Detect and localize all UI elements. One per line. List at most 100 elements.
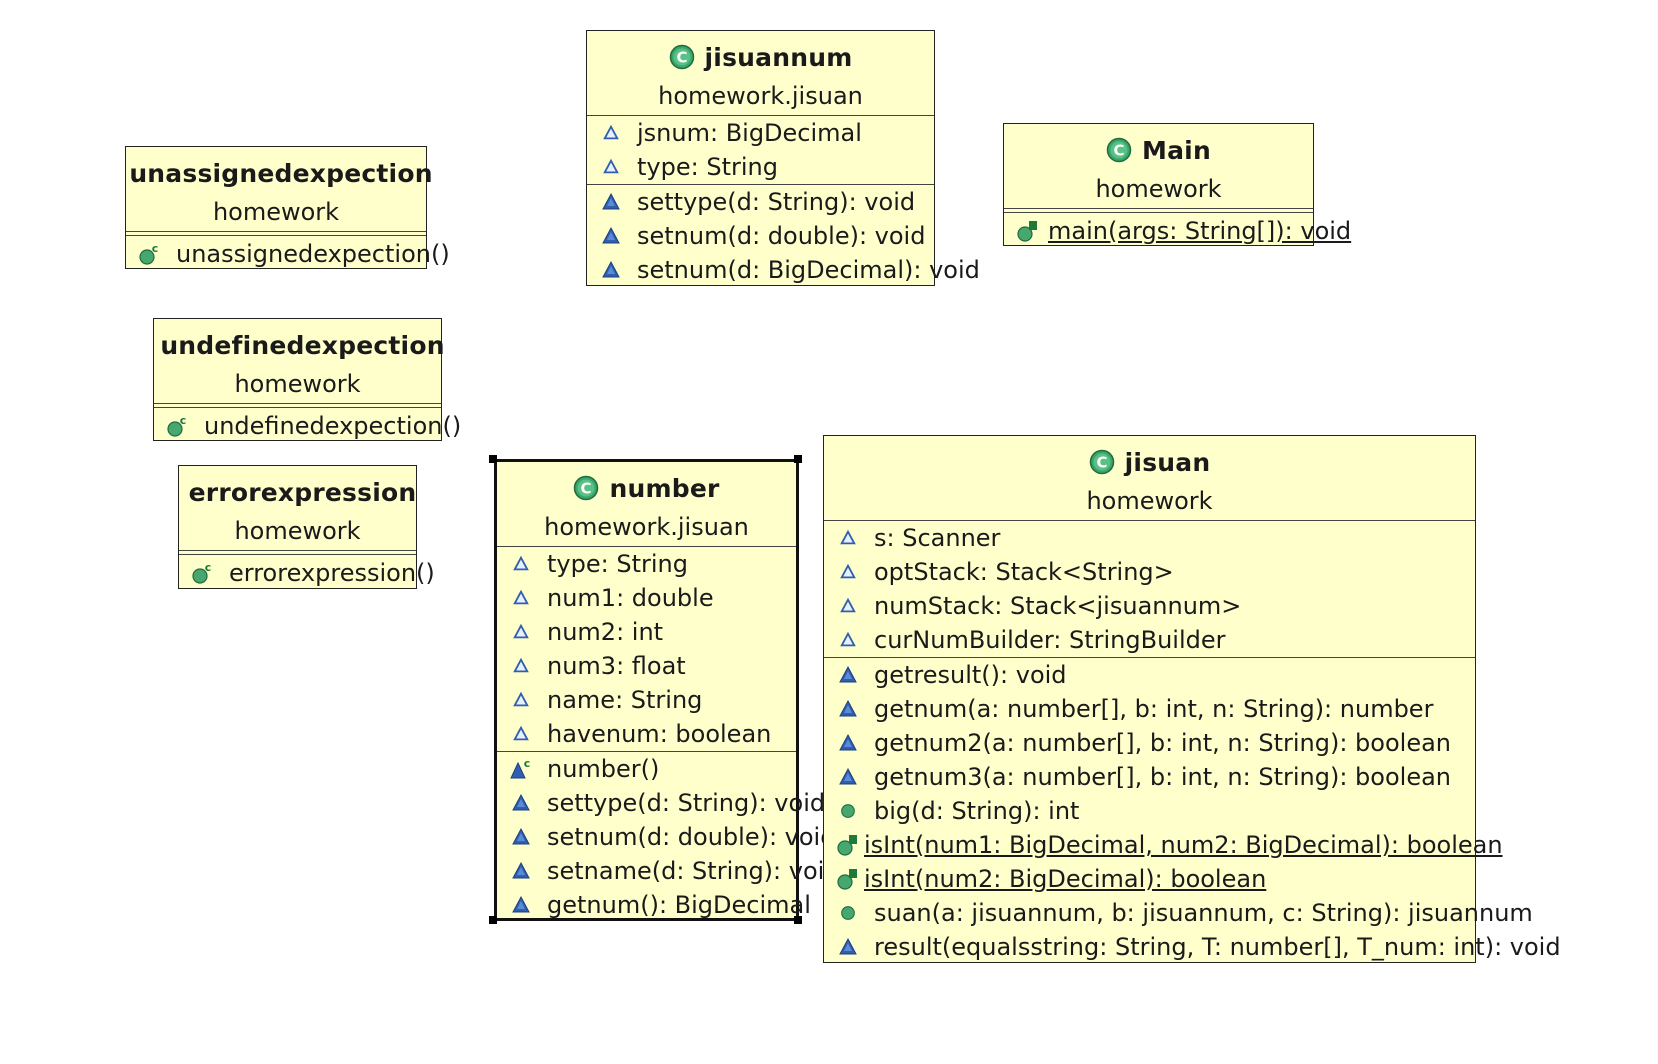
method-text: setname(d: String): void [547, 857, 840, 885]
method-text: getnum2(a: number[], b: int, n: String):… [874, 729, 1451, 757]
field-row[interactable]: havenum: boolean [497, 717, 796, 751]
method-row[interactable]: getnum2(a: number[], b: int, n: String):… [824, 726, 1475, 760]
field-compartment: type: String num1: double num2: int num3… [497, 547, 796, 751]
method-compartment: number() settype(d: String): void setnum… [497, 752, 840, 922]
package-method-icon [511, 793, 531, 813]
method-compartment: getresult(): void getnum(a: number[], b:… [824, 658, 1561, 964]
static-method-icon [836, 867, 860, 891]
field-text: num3: float [547, 652, 686, 680]
package-method-icon [511, 895, 531, 915]
field-text: curNumBuilder: StringBuilder [874, 626, 1226, 654]
field-text: havenum: boolean [547, 720, 772, 748]
method-row[interactable]: getnum(a: number[], b: int, n: String): … [824, 692, 1475, 726]
class-box-number[interactable]: number homework.jisuan type: String num1… [494, 459, 840, 922]
class-header: errorexpression homework [179, 466, 416, 550]
method-row[interactable]: setnum(d: double): void [497, 820, 835, 854]
field-text: jsnum: BigDecimal [637, 119, 862, 147]
class-box-main[interactable]: Main homework main(args: String[]): void [1003, 123, 1351, 249]
package-method-icon [838, 699, 858, 719]
method-text: main(args: String[]): void [1048, 217, 1352, 245]
method-row[interactable]: suan(a: jisuannum, b: jisuannum, c: Stri… [824, 896, 1533, 930]
package-field-icon [512, 725, 530, 743]
method-row[interactable]: isInt(num2: BigDecimal): boolean [824, 862, 1475, 896]
class-name: jisuannum [704, 42, 853, 72]
method-row[interactable]: settype(d: String): void [587, 185, 934, 219]
field-text: s: Scanner [874, 524, 1001, 552]
class-package: homework [1086, 487, 1213, 515]
method-row[interactable]: getresult(): void [824, 658, 1475, 692]
field-row[interactable]: num2: int [497, 615, 796, 649]
class-box-unassignedexpection[interactable]: unassignedexpection homework unassignede… [125, 146, 450, 272]
class-package: homework [234, 517, 361, 545]
method-row[interactable]: result(equalsstring: String, T: number[]… [824, 930, 1561, 964]
field-text: type: String [547, 550, 688, 578]
package-method-icon [601, 226, 621, 246]
package-field-icon [839, 597, 857, 615]
class-box-undefinedexpection[interactable]: undefinedexpection homework undefinedexp… [153, 318, 461, 444]
package-method-icon [511, 861, 531, 881]
method-text: getnum3(a: number[], b: int, n: String):… [874, 763, 1451, 791]
class-name: undefinedexpection [160, 330, 445, 360]
class-header: unassignedexpection homework [126, 147, 432, 231]
package-field-icon [512, 657, 530, 675]
method-text: getnum(a: number[], b: int, n: String): … [874, 695, 1434, 723]
class-box-jisuannum[interactable]: jisuannum homework.jisuan jsnum: BigDeci… [586, 30, 980, 287]
method-row[interactable]: setnum(d: BigDecimal): void [587, 253, 980, 287]
selection-handle-bottom-right[interactable] [794, 916, 802, 924]
field-compartment: s: Scanner optStack: Stack<String> numSt… [824, 521, 1475, 657]
package-field-icon [839, 529, 857, 547]
class-header: jisuannum homework.jisuan [587, 31, 934, 115]
field-row[interactable]: optStack: Stack<String> [824, 555, 1475, 589]
field-row[interactable]: type: String [497, 547, 796, 581]
class-package: homework.jisuan [658, 82, 863, 110]
method-row[interactable]: errorexpression() [179, 555, 435, 591]
method-row[interactable]: getnum(): BigDecimal [497, 888, 811, 922]
constructor-icon [166, 414, 190, 438]
field-row[interactable]: jsnum: BigDecimal [587, 116, 934, 150]
class-header: undefinedexpection homework [154, 319, 445, 403]
method-row[interactable]: isInt(num1: BigDecimal, num2: BigDecimal… [824, 828, 1503, 862]
field-compartment: jsnum: BigDecimal type: String [587, 116, 934, 184]
field-row[interactable]: numStack: Stack<jisuannum> [824, 589, 1475, 623]
method-text: undefinedexpection() [204, 412, 462, 440]
class-package: homework [212, 198, 340, 226]
class-box-jisuan[interactable]: jisuan homework s: Scanner optStack: Sta… [823, 435, 1561, 964]
field-row[interactable]: num1: double [497, 581, 796, 615]
method-row[interactable]: setnum(d: double): void [587, 219, 934, 253]
field-row[interactable]: s: Scanner [824, 521, 1475, 555]
method-row[interactable]: settype(d: String): void [497, 786, 825, 820]
package-method-icon [838, 767, 858, 787]
class-name: jisuan [1124, 447, 1211, 477]
constructor-icon [138, 242, 162, 266]
method-text: isInt(num1: BigDecimal, num2: BigDecimal… [864, 831, 1503, 859]
method-text: number() [547, 755, 660, 783]
package-field-icon [512, 691, 530, 709]
class-package: homework [234, 370, 361, 398]
method-text: settype(d: String): void [637, 188, 916, 216]
method-row[interactable]: unassignedexpection() [126, 236, 450, 272]
package-method-icon [601, 260, 621, 280]
package-field-icon [839, 631, 857, 649]
field-text: num2: int [547, 618, 664, 646]
field-row[interactable]: num3: float [497, 649, 796, 683]
static-method-icon [1016, 219, 1040, 243]
constructor-icon [509, 757, 533, 781]
field-row[interactable]: type: String [587, 150, 934, 184]
method-row[interactable]: big(d: String): int [824, 794, 1475, 828]
method-row[interactable]: setname(d: String): void [497, 854, 840, 888]
method-text: isInt(num2: BigDecimal): boolean [864, 865, 1267, 893]
field-text: numStack: Stack<jisuannum> [874, 592, 1242, 620]
selection-handle-top-right[interactable] [794, 455, 802, 463]
method-row[interactable]: main(args: String[]): void [1004, 213, 1351, 249]
method-text: result(equalsstring: String, T: number[]… [874, 933, 1561, 961]
method-row[interactable]: undefinedexpection() [154, 408, 461, 444]
field-row[interactable]: curNumBuilder: StringBuilder [824, 623, 1475, 657]
package-field-icon [512, 623, 530, 641]
selection-handle-bottom-left[interactable] [489, 916, 497, 924]
method-row[interactable]: getnum3(a: number[], b: int, n: String):… [824, 760, 1475, 794]
method-row[interactable]: number() [497, 752, 796, 786]
selection-handle-top-left[interactable] [489, 455, 497, 463]
class-box-errorexpression[interactable]: errorexpression homework errorexpression… [178, 465, 435, 591]
field-row[interactable]: name: String [497, 683, 796, 717]
constructor-icon [191, 561, 215, 585]
